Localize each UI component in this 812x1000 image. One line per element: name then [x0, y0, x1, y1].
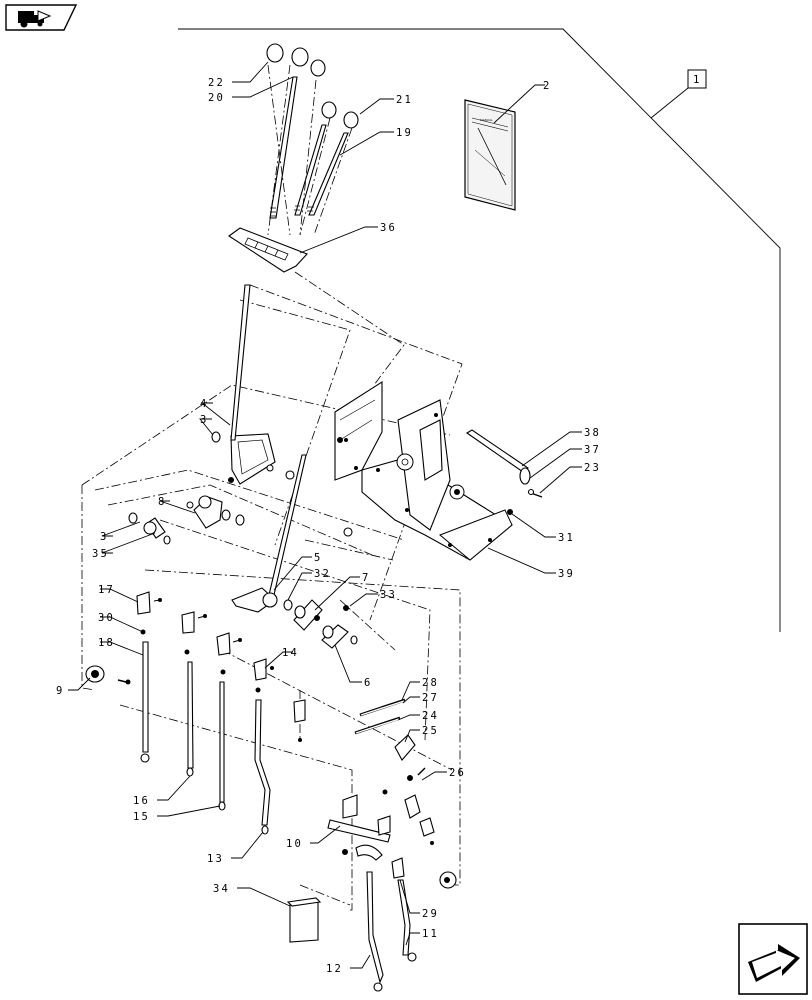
- shift-gate-plate: [228, 227, 308, 273]
- lower-fittings: [382, 734, 435, 845]
- callout-15: 15: [133, 811, 150, 823]
- callout-37: 37: [584, 444, 601, 456]
- linkage-rods: [140, 641, 271, 835]
- lever-knobs: [266, 43, 359, 129]
- operator-manual: MANUAL: [464, 99, 516, 211]
- pins: [354, 698, 406, 735]
- next-page-arrow-icon: [748, 944, 800, 982]
- callout-33: 33: [380, 589, 397, 601]
- leader-lines: [68, 61, 582, 969]
- lower-rods: [366, 871, 417, 992]
- callout-12: 12: [326, 963, 343, 975]
- callout-3-upper: 3: [200, 414, 209, 426]
- callout-31: 31: [558, 532, 575, 544]
- callout-39: 39: [558, 568, 575, 580]
- callout-11: 11: [422, 928, 439, 940]
- callout-26: 26: [449, 767, 466, 779]
- callout-16: 16: [133, 795, 150, 807]
- assembly-centerlines: [81, 64, 463, 911]
- callout-13: 13: [207, 853, 224, 865]
- callout-2: 2: [543, 80, 552, 92]
- callout-17: 17: [98, 584, 115, 596]
- callout-34: 34: [213, 883, 230, 895]
- callout-4: 4: [200, 398, 209, 410]
- callout-10: 10: [286, 838, 303, 850]
- selector-shaft: [327, 794, 457, 889]
- clevis-set: [136, 591, 306, 742]
- callout-24: 24: [422, 710, 439, 722]
- lever-support-bracket: [211, 431, 295, 485]
- callout-23: 23: [584, 462, 601, 474]
- next-page-button[interactable]: [738, 923, 808, 995]
- callout-38: 38: [584, 427, 601, 439]
- callout-28: 28: [422, 677, 439, 689]
- callout-29: 29: [422, 908, 439, 920]
- callout-labels: 22 20 21 19 2 36 4 3 38 37 23 8 31 3 35 …: [56, 77, 601, 975]
- callout-8: 8: [158, 496, 167, 508]
- callout-20: 20: [208, 92, 225, 104]
- callout-32: 32: [314, 568, 331, 580]
- callout-25: 25: [422, 725, 439, 737]
- callout-6: 6: [364, 677, 373, 689]
- callout-18: 18: [98, 637, 115, 649]
- callout-5: 5: [314, 552, 323, 564]
- callout-21: 21: [396, 94, 413, 106]
- cross-shaft: [465, 429, 543, 515]
- bushing: [128, 512, 171, 545]
- tractor-back-icon: [18, 10, 52, 28]
- assembly-outline: [178, 28, 781, 632]
- callout-1: 1: [693, 74, 702, 86]
- pivot-block: [186, 495, 245, 529]
- manual-cover-text: MANUAL: [480, 118, 493, 122]
- lever-rods-upper: [269, 76, 349, 219]
- callout-36: 36: [380, 222, 397, 234]
- callout-7: 7: [362, 572, 371, 584]
- selector-linkage: [231, 437, 358, 649]
- small-knob: [85, 665, 131, 685]
- callout-9: 9: [56, 685, 65, 697]
- back-button[interactable]: [5, 4, 78, 31]
- callout-30: 30: [98, 612, 115, 624]
- callout-27: 27: [422, 692, 439, 704]
- callout-35: 35: [92, 548, 109, 560]
- assembly-label-box: 1: [687, 69, 707, 89]
- callout-14: 14: [282, 647, 299, 659]
- callout-3-lower: 3: [100, 531, 109, 543]
- callout-22: 22: [208, 77, 225, 89]
- mounting-bracket: [334, 380, 513, 561]
- callout-19: 19: [396, 127, 413, 139]
- decal: [286, 897, 322, 943]
